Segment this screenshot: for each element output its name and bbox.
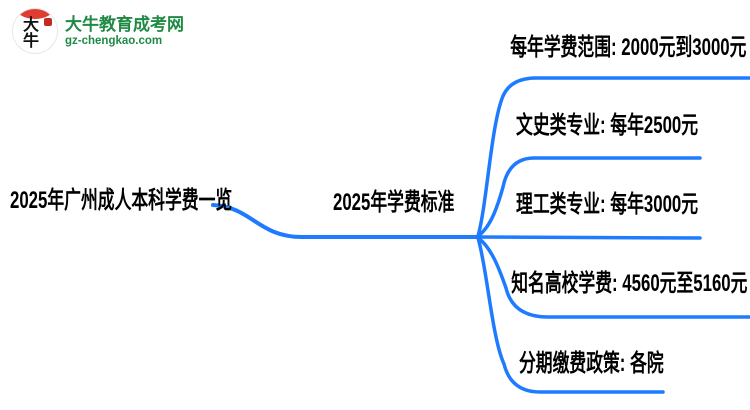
logo-bull-icon: 大牛 [12, 8, 58, 54]
site-domain: gz-chengkao.com [65, 34, 163, 47]
branch-node: 2025年学费标准 [333, 189, 455, 216]
edge-branch-to-leaf-2 [476, 156, 702, 238]
logo-red-arc [15, 9, 55, 19]
edge-branch-to-leaf-1 [476, 76, 750, 238]
edge-root-to-branch [211, 203, 480, 239]
edge-branch-to-leaf-4 [476, 236, 750, 319]
logo-text-block: 大牛教育成考网 gz-chengkao.com [65, 15, 184, 48]
root-node: 2025年广州成人本科学费一览 [10, 187, 233, 214]
logo-icon-characters: 大牛 [23, 17, 40, 50]
leaf-node-famous-universities: 知名高校学费: 4560元至5160元 [510, 270, 747, 297]
edge-branch-to-leaf-5 [476, 236, 665, 394]
site-logo: 大牛 大牛教育成考网 gz-chengkao.com [12, 8, 184, 54]
leaf-node-installment-policy: 分期缴费政策: 各院 [519, 350, 664, 377]
leaf-node-tuition-range: 每年学费范围: 2000元到3000元 [509, 34, 746, 61]
leaf-node-science-engineering: 理工类专业: 每年3000元 [515, 191, 698, 218]
site-name: 大牛教育成考网 [65, 14, 184, 34]
leaf-node-liberal-arts: 文史类专业: 每年2500元 [515, 112, 698, 139]
logo-seal-icon [44, 18, 52, 26]
edge-branch-to-leaf-3 [476, 235, 702, 240]
